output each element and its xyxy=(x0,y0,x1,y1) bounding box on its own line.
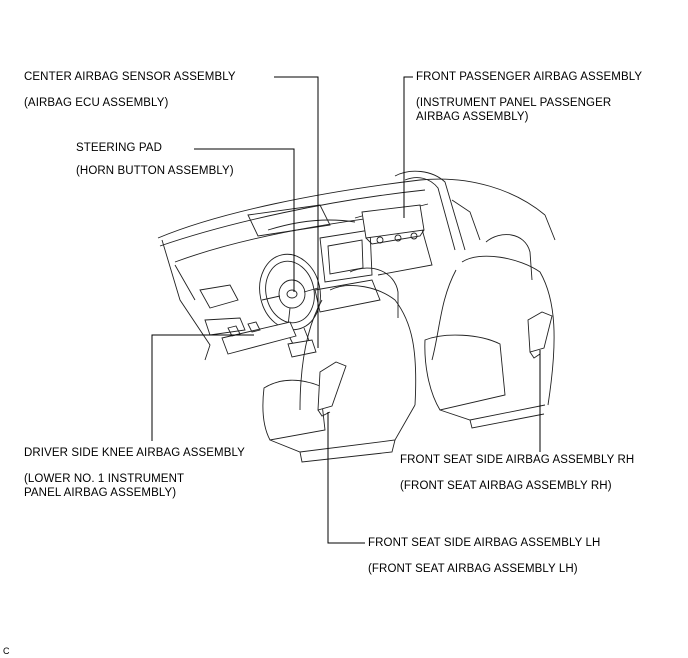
passenger-airbag-label: FRONT PASSENGER AIRBAG ASSEMBLY xyxy=(416,71,643,83)
seat-airbag-lh-alt-label: (FRONT SEAT AIRBAG ASSEMBLY LH) xyxy=(368,563,578,575)
knee-airbag-label: DRIVER SIDE KNEE AIRBAG ASSEMBLY xyxy=(24,447,245,459)
steering-pad-leader xyxy=(194,148,295,292)
seat-lh-leader xyxy=(327,412,365,544)
seat-airbag-rh-alt-label: (FRONT SEAT AIRBAG ASSEMBLY RH) xyxy=(400,480,612,492)
knee-leader xyxy=(151,334,254,441)
knee-airbag-alt-label-1: (LOWER NO. 1 INSTRUMENT xyxy=(24,473,185,485)
passenger-airbag-alt-label-2: AIRBAG ASSEMBLY) xyxy=(416,111,529,123)
center-sensor-leader xyxy=(274,76,319,348)
center-airbag-sensor-alt-label: (AIRBAG ECU ASSEMBLY) xyxy=(24,97,169,109)
center-airbag-sensor-label: CENTER AIRBAG SENSOR ASSEMBLY xyxy=(24,71,236,83)
passenger-airbag-alt-label-1: (INSTRUMENT PANEL PASSENGER xyxy=(416,97,612,109)
steering-pad-alt-label: (HORN BUTTON ASSEMBLY) xyxy=(76,165,234,177)
corner-mark: C xyxy=(3,646,10,656)
seat-airbag-lh-label: FRONT SEAT SIDE AIRBAG ASSEMBLY LH xyxy=(368,537,601,549)
knee-airbag-alt-label-2: PANEL AIRBAG ASSEMBLY) xyxy=(24,487,177,499)
steering-pad-label: STEERING PAD xyxy=(76,142,162,154)
seat-airbag-rh-label: FRONT SEAT SIDE AIRBAG ASSEMBLY RH xyxy=(400,454,635,466)
passenger-leader xyxy=(403,76,413,218)
